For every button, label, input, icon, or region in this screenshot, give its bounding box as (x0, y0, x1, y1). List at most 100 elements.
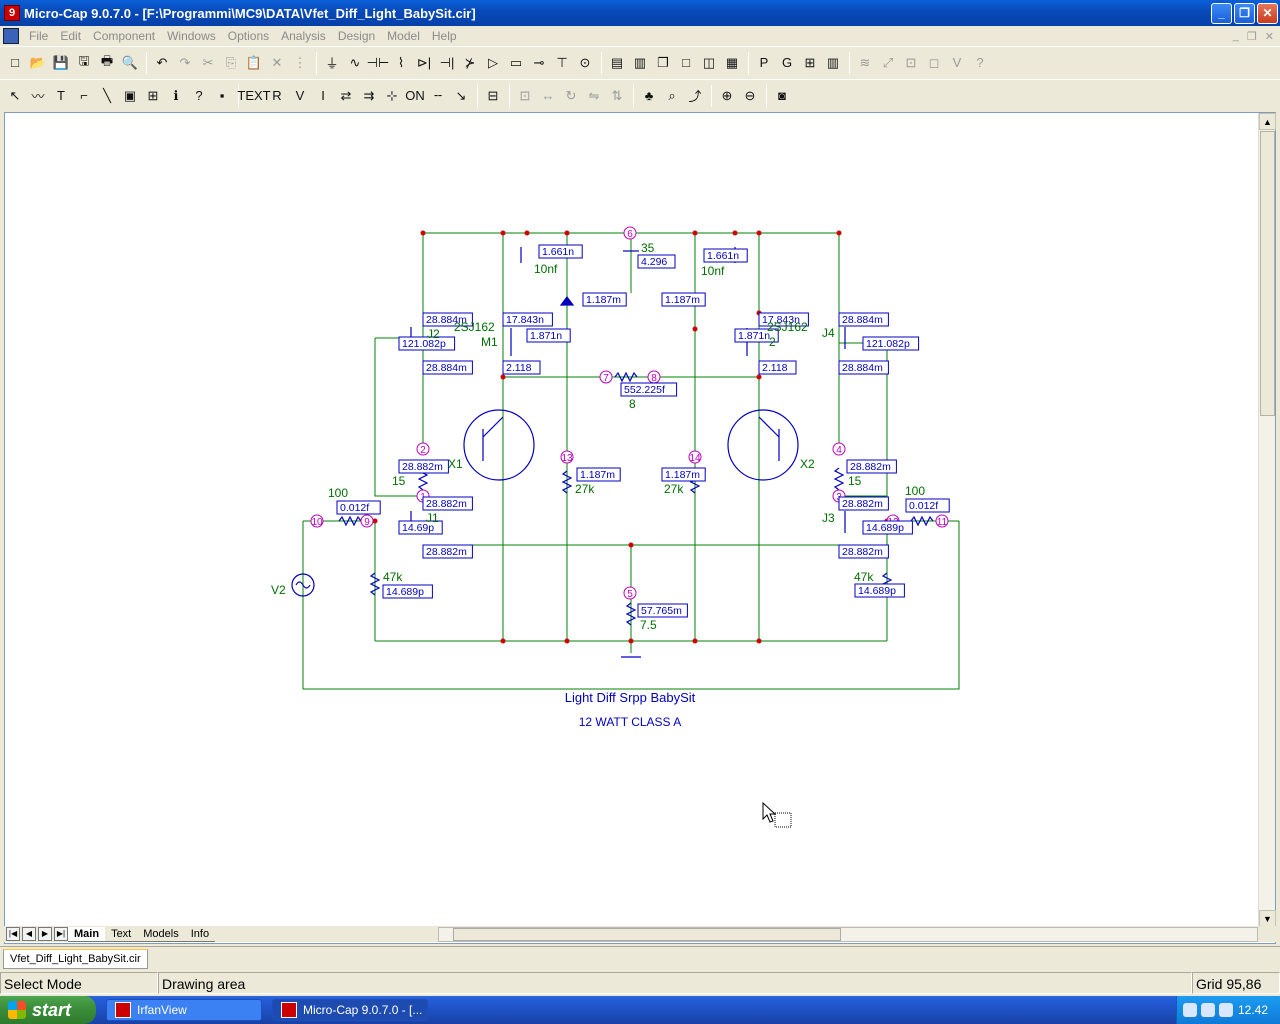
jumper-icon[interactable]: ⊸ (533, 54, 545, 70)
cut-icon[interactable]: ✂ (202, 54, 214, 70)
calculator-icon[interactable]: ▦ (725, 54, 739, 70)
help-icon[interactable]: ? (976, 55, 984, 70)
menu-component[interactable]: Component (93, 29, 156, 43)
ground-icon[interactable]: ⏚ (325, 56, 339, 71)
last-sheet-button[interactable]: ▶| (54, 927, 68, 941)
delete-icon[interactable]: ✕ (271, 54, 283, 70)
diagonal-wire-icon[interactable]: ╲ (103, 87, 111, 103)
menu-file[interactable]: File (29, 29, 49, 43)
shape-icon[interactable]: ◻ (928, 54, 940, 70)
mdi-minimize-button[interactable]: _ (1232, 29, 1239, 42)
wire-icon[interactable]: 〰 (31, 89, 45, 104)
document-icon[interactable] (3, 28, 19, 44)
vertical-scroll-thumb[interactable] (1260, 131, 1275, 416)
paste-icon[interactable]: 📋 (245, 54, 263, 70)
task-irfanview[interactable]: IrfanView (106, 999, 262, 1021)
node-snap-icon[interactable]: ⇉ (363, 87, 375, 103)
battery-icon[interactable]: ⊣| (439, 54, 455, 70)
probe-icon[interactable]: ⤢ (882, 54, 894, 70)
pin-icon[interactable]: ⊞ (804, 54, 816, 70)
document-tab[interactable]: Vfet_Diff_Light_BabySit.cir (3, 949, 148, 969)
component-mode-icon[interactable]: ⊞ (147, 87, 159, 103)
tile-v-icon[interactable]: ▥ (633, 54, 647, 70)
align-icon[interactable]: ⊡ (519, 87, 531, 103)
voltage-icon[interactable]: V (295, 88, 305, 103)
zoom-out-icon[interactable]: ⊖ (744, 87, 756, 103)
find-icon[interactable]: ♣ (644, 88, 654, 103)
pointer-icon[interactable]: ↘ (455, 87, 467, 103)
p-icon[interactable]: P (759, 55, 769, 70)
first-sheet-button[interactable]: |◀ (6, 927, 20, 941)
capacitor-icon[interactable]: ⊣⊢ (366, 54, 390, 70)
menu-edit[interactable]: Edit (60, 29, 82, 43)
prev-sheet-button[interactable]: ◀ (22, 927, 36, 941)
scroll-down-arrow[interactable]: ▼ (1259, 910, 1276, 927)
flip-v-icon[interactable]: ⇅ (611, 87, 623, 103)
window-icon[interactable]: □ (682, 55, 690, 70)
print-icon[interactable]: 🖶 (100, 52, 114, 68)
mdi-close-button[interactable]: ✕ (1264, 30, 1274, 43)
print-preview-icon[interactable]: 🔍 (121, 54, 139, 70)
next-sheet-button[interactable]: ▶ (38, 927, 52, 941)
split-icon[interactable]: ◫ (702, 54, 716, 70)
network-icon[interactable] (1201, 1003, 1215, 1017)
g-icon[interactable]: G (781, 55, 793, 70)
mdi-restore-button[interactable]: ❐ (1246, 30, 1257, 43)
replicate-icon[interactable]: ⋮ (293, 54, 307, 70)
horizontal-scrollbar[interactable] (438, 927, 1258, 942)
menu-analysis[interactable]: Analysis (281, 29, 326, 43)
point-mode-icon[interactable]: ▪ (219, 88, 225, 103)
wire-mode-icon[interactable]: ⌐ (80, 88, 88, 103)
help-mode-icon[interactable]: ? (195, 88, 203, 103)
flip-h-icon[interactable]: ⇋ (588, 87, 600, 103)
jfet-icon[interactable]: ⊤ (556, 54, 568, 70)
on-off-icon[interactable]: ON (405, 88, 425, 103)
app-icon[interactable]: 9 (4, 5, 20, 21)
v-icon[interactable]: V (952, 55, 962, 70)
menu-options[interactable]: Options (227, 29, 270, 43)
schematic-canvas[interactable]: 6782413141391012115 1.661n1.661n4.2961.1… (5, 113, 1259, 927)
new-icon[interactable]: □ (11, 55, 19, 70)
vertical-scrollbar[interactable]: ▲ ▼ (1258, 113, 1276, 927)
tile-h-icon[interactable]: ▤ (610, 54, 624, 70)
info-icon[interactable]: ℹ (173, 87, 179, 103)
redo-icon[interactable]: ↷ (179, 54, 191, 70)
text-icon[interactable]: T (57, 88, 65, 103)
tab-text[interactable]: Text (105, 927, 138, 942)
flip-x-icon[interactable]: ↔ (541, 88, 555, 103)
wave-icon[interactable]: ≋ (859, 54, 871, 70)
task-microcap[interactable]: Micro-Cap 9.0.7.0 - [... (272, 999, 428, 1021)
save-icon[interactable]: 💾 (52, 54, 70, 70)
camera-icon[interactable]: ◙ (778, 88, 786, 103)
pin-connect-icon[interactable]: ⇄ (340, 87, 352, 103)
current-icon[interactable]: I (321, 88, 325, 103)
restore-button[interactable]: ❐ (1234, 2, 1255, 24)
tray-arrow-icon[interactable] (1183, 1003, 1197, 1017)
tab-info[interactable]: Info (184, 927, 216, 942)
node-numbers-icon[interactable]: R (272, 88, 282, 103)
open-icon[interactable]: 📂 (29, 54, 47, 70)
bluetooth-icon[interactable] (1219, 1003, 1233, 1017)
menu-windows[interactable]: Windows (167, 29, 216, 43)
horizontal-scroll-thumb[interactable] (453, 928, 841, 941)
minimize-button[interactable]: _ (1211, 2, 1232, 24)
save-all-icon[interactable]: 🖫 (78, 52, 90, 68)
scroll-up-arrow[interactable]: ▲ (1259, 113, 1276, 130)
rubberband-icon[interactable]: ⊹ (386, 87, 398, 103)
info-icon-a[interactable]: ▣ (123, 87, 137, 103)
source-icon[interactable]: ⊙ (579, 54, 591, 70)
wire-connect-icon[interactable]: ╌ (434, 87, 442, 103)
resistor-icon[interactable]: ∿ (349, 54, 361, 70)
inductor-icon[interactable]: ⌇ (397, 54, 405, 70)
transistor-icon[interactable]: ⊁ (464, 54, 476, 70)
tab-models[interactable]: Models (137, 927, 185, 942)
drawing-area[interactable]: 6782413141391012115 1.661n1.661n4.2961.1… (4, 112, 1276, 944)
tab-main[interactable]: Main (68, 926, 106, 942)
rotate-icon[interactable]: ↻ (565, 87, 577, 103)
meter-icon[interactable]: ⊡ (905, 54, 917, 70)
grid-icon[interactable]: ▥ (826, 54, 840, 70)
close-button[interactable]: ✕ (1257, 2, 1278, 24)
zoom-in-icon[interactable]: ⊕ (721, 87, 733, 103)
undo-icon[interactable]: ↶ (156, 54, 168, 70)
cascade-icon[interactable]: ❐ (657, 54, 669, 70)
